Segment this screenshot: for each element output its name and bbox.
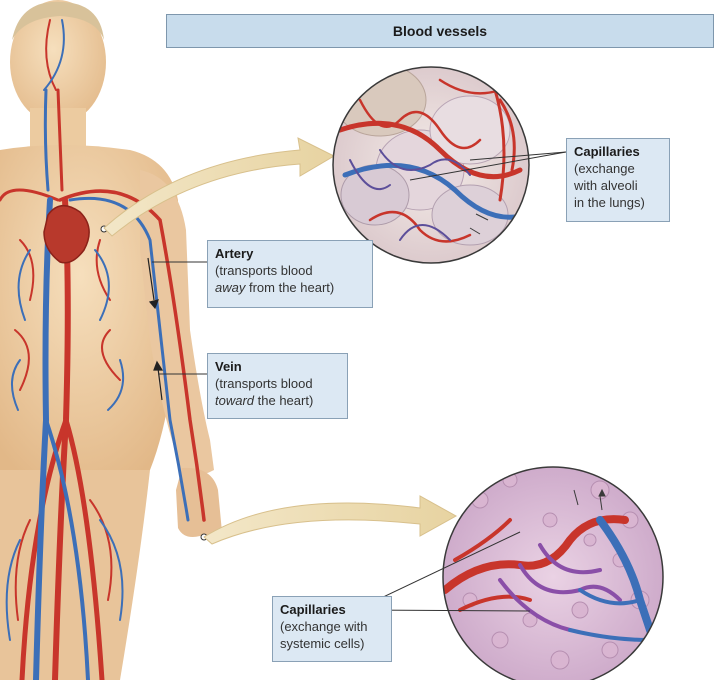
vein-line1: (transports blood <box>215 376 313 391</box>
capillaries-systemic-line1: (exchange with <box>280 619 368 634</box>
artery-heading: Artery <box>215 246 254 261</box>
vein-line2: toward the heart) <box>215 392 340 409</box>
artery-line1: (transports blood <box>215 263 313 278</box>
label-capillaries-lungs: Capillaries (exchange with alveoli in th… <box>566 138 670 222</box>
lung-capillary-inset <box>332 66 530 264</box>
artery-emphasis: away <box>215 280 246 295</box>
artery-line2-rest: from the heart) <box>245 280 335 295</box>
label-capillaries-systemic: Capillaries (exchange with systemic cell… <box>272 596 392 662</box>
flow-arrows <box>147 257 164 401</box>
arrow-to-tissue <box>203 495 458 545</box>
vein-heading: Vein <box>215 359 242 374</box>
label-vein: Vein (transports blood toward the heart) <box>207 353 348 419</box>
vein-emphasis: toward <box>215 393 255 408</box>
artery-line2: away from the heart) <box>215 279 365 296</box>
tissue-capillary-inset <box>442 466 664 680</box>
arrow-to-lungs <box>103 137 336 237</box>
capillaries-lungs-line3: in the lungs) <box>574 195 645 210</box>
vein-line2-rest: the heart) <box>254 393 314 408</box>
capillaries-lungs-line1: (exchange <box>574 161 635 176</box>
capillaries-lungs-heading: Capillaries <box>574 144 640 159</box>
capillaries-systemic-heading: Capillaries <box>280 602 346 617</box>
title-text: Blood vessels <box>392 23 488 39</box>
heart <box>43 205 90 264</box>
body-vessels <box>0 19 206 680</box>
capillaries-lungs-line2: with alveoli <box>574 178 638 193</box>
label-artery: Artery (transports blood away from the h… <box>207 240 373 308</box>
title-bar: Blood vessels <box>166 14 714 48</box>
capillaries-systemic-line2: systemic cells) <box>280 636 365 651</box>
